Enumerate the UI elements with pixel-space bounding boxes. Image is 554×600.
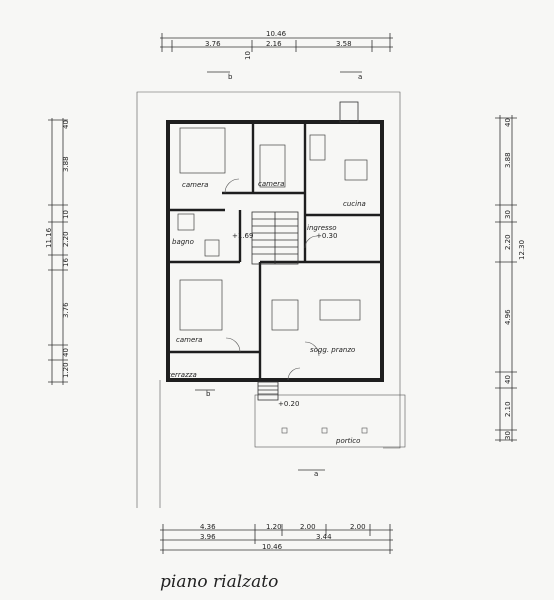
section-a-top: a [358, 73, 362, 81]
top-dim-b: 2.16 [266, 40, 282, 48]
top-dimension-chain: 10.46 3.76 2.16 3.58 10 [160, 30, 393, 60]
chimney [339, 101, 359, 123]
top-dim-d: 10 [244, 51, 252, 60]
top-total-dim: 10.46 [266, 30, 287, 38]
internal-stair [251, 211, 299, 265]
right-dim-6: 40 [504, 375, 512, 384]
left-dim-3: 10 [62, 210, 70, 219]
left-dim-8: 1.20 [62, 362, 70, 378]
section-a-bottom: a [314, 470, 318, 478]
furniture [177, 127, 368, 331]
bottom-dim-5: 3.96 [200, 533, 216, 541]
bottom-dim-4: 2.00 [350, 523, 366, 531]
left-dim-5: 16 [62, 258, 70, 267]
section-marks: b a b a [195, 71, 362, 478]
top-dim-c: 3.58 [336, 40, 352, 48]
level-1: +1.69 [232, 232, 253, 240]
room-cucina: cucina [343, 200, 366, 208]
bottom-dim-total: 10.46 [262, 543, 283, 551]
plan-title: piano rialzato [160, 572, 278, 592]
right-dim-1: 40 [504, 118, 512, 127]
right-dim-2: 3.88 [504, 152, 512, 168]
house-walls [166, 120, 384, 382]
bottom-dim-1: 4.36 [200, 523, 216, 531]
bottom-dim-2: 1.20 [266, 523, 282, 531]
right-dim-3: 30 [504, 210, 512, 219]
room-camera-1: camera [182, 181, 208, 189]
room-soggiorno: sogg. pranzo [310, 346, 355, 354]
room-terrazza: terrazza [168, 371, 197, 379]
right-dim-8: 30 [504, 431, 512, 440]
room-bagno: bagno [172, 238, 194, 246]
entry-stair [257, 381, 279, 401]
room-portico: portico [335, 437, 360, 445]
room-ingresso: ingresso [307, 224, 337, 232]
room-labels: camera camera cucina bagno ingresso came… [168, 180, 366, 445]
top-dim-a: 3.76 [205, 40, 221, 48]
bottom-dim-3: 2.00 [300, 523, 316, 531]
bottom-dimension-chain: 4.36 1.20 2.00 2.00 3.96 3.44 10.46 [160, 523, 393, 554]
bottom-dim-6: 3.44 [316, 533, 332, 541]
door-swings [224, 178, 320, 381]
left-dimension-chain: 40 3.88 10 2.20 16 3.76 40 1.20 11.16 [45, 118, 70, 385]
right-dim-total: 12.30 [518, 240, 526, 260]
right-dim-7: 2.10 [504, 401, 512, 417]
right-dimension-chain: 40 3.88 30 12.30 2.20 4.96 40 2.10 30 [495, 115, 526, 442]
room-camera-2: camera [258, 180, 284, 188]
level-3: +0.20 [278, 400, 299, 408]
level-marks: +1.69 +0.30 +0.20 [232, 232, 337, 408]
left-dim-4: 2.20 [62, 231, 70, 247]
right-dim-4: 2.20 [504, 234, 512, 250]
section-b-top: b [228, 73, 233, 81]
section-b-bottom: b [206, 390, 211, 398]
site-outline [136, 91, 406, 508]
left-dim-6: 3.76 [62, 302, 70, 318]
left-dim-total: 11.16 [45, 227, 53, 248]
right-dim-5: 4.96 [504, 309, 512, 325]
level-2: +0.30 [316, 232, 337, 240]
left-dim-1: 40 [62, 120, 70, 129]
left-dim-7: 40 [62, 348, 70, 357]
left-dim-2: 3.88 [62, 156, 70, 172]
room-camera-3: camera [176, 336, 202, 344]
